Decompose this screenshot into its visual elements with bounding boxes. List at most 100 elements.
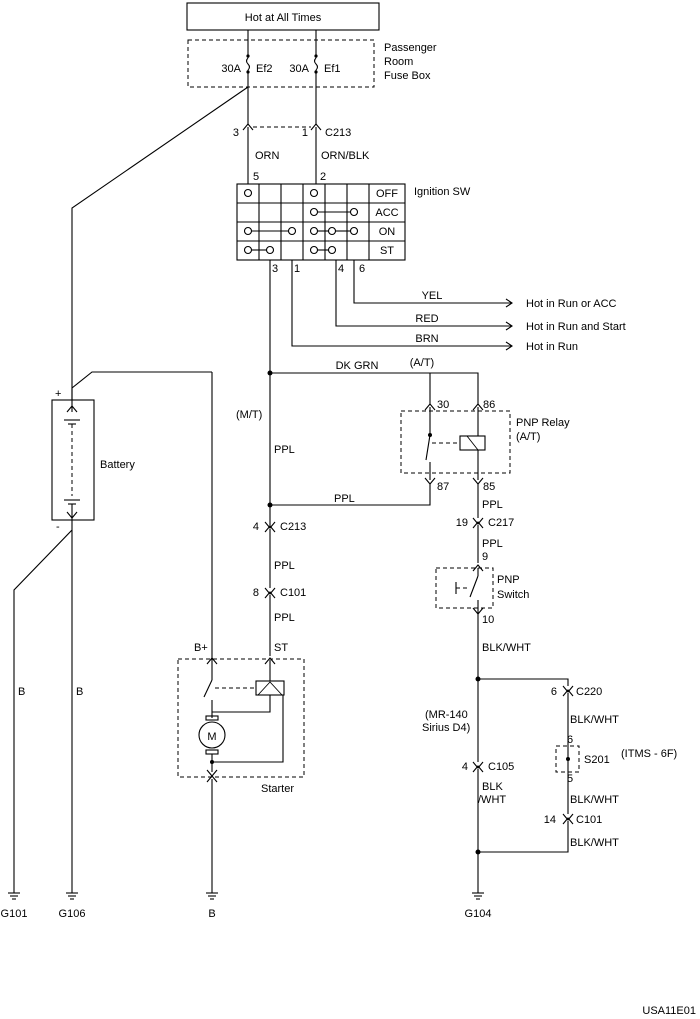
mt-label: (M/T) bbox=[236, 409, 262, 421]
hot-at-all-times-box bbox=[186, 2, 380, 31]
s201-pin-top: 6 bbox=[567, 734, 573, 746]
variant-note-1: (MR-140 bbox=[425, 709, 468, 721]
wire-blk-wht-label-1: BLK/WHT bbox=[482, 642, 531, 654]
c213-top-pin-right: 1 bbox=[302, 127, 308, 139]
ground-b-symbol bbox=[206, 892, 218, 900]
ign-pos-on: ON bbox=[379, 226, 396, 238]
wire-ppl-label-5: PPL bbox=[482, 499, 503, 511]
s201-name: S201 bbox=[584, 754, 610, 766]
ign-pin-2: 2 bbox=[320, 171, 326, 183]
c101-left-pin: 8 bbox=[253, 587, 259, 599]
pnp-relay bbox=[400, 403, 511, 485]
c105-pin: 4 bbox=[462, 761, 468, 773]
wire-b-label-1: B bbox=[18, 686, 25, 698]
c213-mid-connector bbox=[264, 521, 276, 529]
wire-ppl-label-4: PPL bbox=[274, 612, 295, 624]
ign-pin-6: 6 bbox=[359, 263, 365, 275]
s201-splice bbox=[555, 745, 580, 773]
c213-top-connector bbox=[242, 123, 322, 131]
c220-connector bbox=[562, 685, 574, 693]
wire-blk-wht-label-2: BLK/WHT bbox=[570, 714, 619, 726]
wire-ppl-label-2: PPL bbox=[334, 493, 355, 505]
at-label: (A/T) bbox=[410, 357, 434, 369]
pnp-relay-sub-label: (A/T) bbox=[516, 431, 540, 443]
starter-b-plus-label: B+ bbox=[194, 642, 208, 654]
figure-code: USA11E01 bbox=[642, 1005, 696, 1017]
battery-plus: + bbox=[55, 388, 61, 400]
wire-ppl-label-6: PPL bbox=[482, 538, 503, 550]
yel-wire bbox=[353, 260, 512, 304]
variant-note-2: Sirius D4) bbox=[422, 722, 470, 734]
battery-label: Battery bbox=[100, 459, 135, 471]
starter-label: Starter bbox=[261, 783, 294, 795]
pnp-relay-label: PNP Relay bbox=[516, 417, 570, 429]
fuse-ef2-rating: 30A bbox=[221, 63, 241, 75]
wire-wht-label: /WHT bbox=[478, 794, 506, 806]
fuse-ef1 bbox=[313, 40, 319, 87]
c213-mid-pin: 4 bbox=[253, 521, 259, 533]
wire-yel-label: YEL bbox=[422, 290, 443, 302]
c217-pin: 19 bbox=[456, 517, 468, 529]
ground-g104-label: G104 bbox=[465, 908, 492, 920]
battery-minus: - bbox=[56, 521, 60, 533]
ground-b-label: B bbox=[208, 908, 215, 920]
dk-grn-wire bbox=[270, 372, 479, 404]
starter-st-label: ST bbox=[274, 642, 288, 654]
c213-mid-name: C213 bbox=[280, 521, 306, 533]
relay-87-return-wire bbox=[270, 484, 431, 506]
fuse-ef2 bbox=[245, 40, 251, 87]
c220-pin: 6 bbox=[551, 686, 557, 698]
c101-left-name: C101 bbox=[280, 587, 306, 599]
hot-at-all-times-label: Hot at All Times bbox=[245, 12, 322, 24]
wire-orn-blk-label: ORN/BLK bbox=[321, 150, 370, 162]
ign-pos-off: OFF bbox=[376, 188, 398, 200]
red-wire bbox=[335, 260, 512, 327]
wire-red-label: RED bbox=[415, 313, 438, 325]
c217-name: C217 bbox=[488, 517, 514, 529]
c217-connector bbox=[472, 517, 484, 525]
fuse-box-label-2: Room bbox=[384, 56, 413, 68]
ign-pin-5: 5 bbox=[253, 171, 259, 183]
ignition-switch-label: Ignition SW bbox=[414, 186, 471, 198]
s201-note: (ITMS - 6F) bbox=[621, 748, 677, 760]
ground-g104-symbol bbox=[472, 892, 484, 900]
fuse-ef1-rating: 30A bbox=[289, 63, 309, 75]
s201-pin-bottom: 5 bbox=[567, 773, 573, 785]
fuse-box-outline bbox=[187, 39, 375, 88]
c105-connector bbox=[472, 761, 484, 769]
fuse-ef1-name: Ef1 bbox=[324, 63, 341, 75]
pnp-switch bbox=[435, 564, 494, 615]
fuse-box-label-3: Fuse Box bbox=[384, 70, 431, 82]
pnp-switch-pin-out: 10 bbox=[482, 614, 494, 626]
starter bbox=[177, 657, 305, 783]
ground-g101-label: G101 bbox=[1, 908, 28, 920]
output-run: Hot in Run bbox=[526, 341, 578, 353]
starter-motor-symbol: M bbox=[207, 731, 216, 743]
ground-g106-symbol bbox=[66, 892, 78, 900]
wire-blk-wht-label-3: BLK/WHT bbox=[570, 794, 619, 806]
relay-pin-86: 86 bbox=[483, 399, 495, 411]
brn-wire bbox=[291, 260, 512, 347]
output-run-or-acc: Hot in Run or ACC bbox=[526, 298, 617, 310]
wire-dk-grn-label: DK GRN bbox=[336, 360, 379, 372]
c105-name: C105 bbox=[488, 761, 514, 773]
wire-ppl-label-3: PPL bbox=[274, 560, 295, 572]
c220-name: C220 bbox=[576, 686, 602, 698]
pnp-switch-label-1: PNP bbox=[497, 574, 520, 586]
wire-brn-label: BRN bbox=[415, 333, 438, 345]
pnp-switch-label-2: Switch bbox=[497, 589, 529, 601]
ign-pin-4: 4 bbox=[338, 263, 344, 275]
ign-pos-st: ST bbox=[380, 245, 394, 257]
wire-b-label-2: B bbox=[76, 686, 83, 698]
relay-pin-30: 30 bbox=[437, 399, 449, 411]
c213-top-pin-left: 3 bbox=[233, 127, 239, 139]
output-run-and-start: Hot in Run and Start bbox=[526, 321, 626, 333]
wire-blk-label: BLK bbox=[482, 781, 503, 793]
c101-right-pin: 14 bbox=[544, 814, 556, 826]
relay-pin-85: 85 bbox=[483, 481, 495, 493]
ign-pos-acc: ACC bbox=[375, 207, 398, 219]
ignition-switch bbox=[236, 183, 406, 261]
pnp-switch-pin-in: 9 bbox=[482, 551, 488, 563]
c101-right-connector bbox=[562, 813, 574, 821]
